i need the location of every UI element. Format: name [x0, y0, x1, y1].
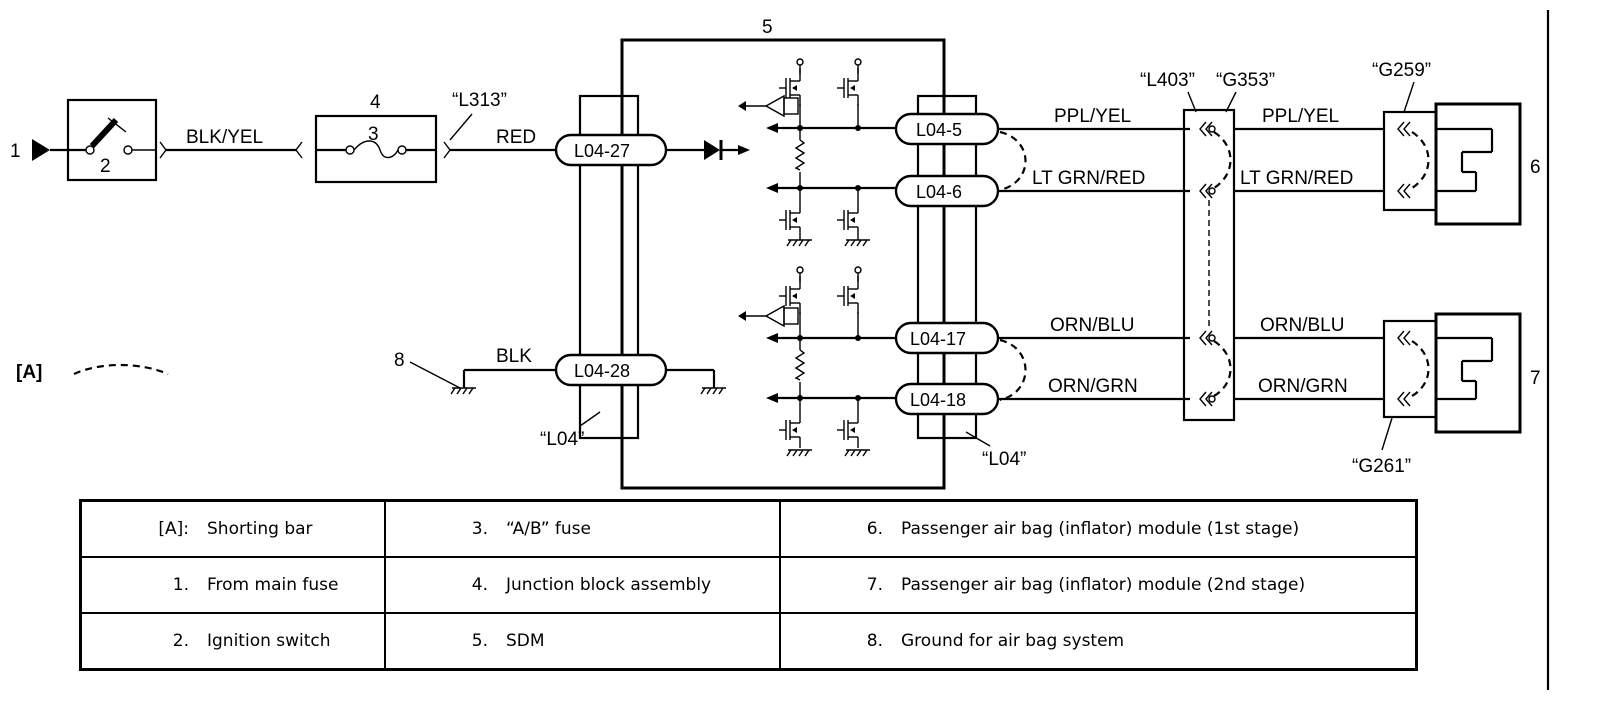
connector-l04-left: “L04” [540, 429, 584, 450]
legend-key: 6. [866, 519, 883, 539]
legend-key: 7. [866, 575, 883, 595]
legend-label: Shorting bar [207, 519, 313, 539]
legend-label: “A/B” fuse [506, 519, 591, 539]
legend-row: 2. Ignition switch 5. SDM 8. Ground for air… [79, 612, 1418, 671]
connector-g259 [1382, 110, 1438, 212]
callout-7: 7 [1530, 368, 1541, 389]
connector-g259-label: “G259” [1372, 60, 1431, 81]
legend-label: SDM [506, 631, 545, 651]
wire-ppl-yel-1: PPL/YEL [1054, 106, 1131, 127]
legend-key: 4. [471, 575, 488, 595]
wire-blk: BLK [496, 346, 532, 367]
pin-l04-28: L04-28 [574, 361, 630, 381]
fuse-symbol [353, 140, 399, 159]
airbag-module-1st-stage [1434, 102, 1522, 226]
legend-key: 8. [866, 631, 883, 651]
pin-l04-27: L04-27 [574, 141, 630, 161]
legend-label: Passenger air bag (inflator) module (2nd… [901, 575, 1306, 595]
legend-key: 3. [471, 519, 488, 539]
legend-key: 5. [471, 631, 488, 651]
legend-row: 1. From main fuse 4. Junction block assemb… [79, 556, 1418, 614]
main-fuse-arrow [32, 139, 50, 161]
wire-ppl-yel-2: PPL/YEL [1262, 106, 1339, 127]
shorting-bar-g261 [1411, 340, 1430, 397]
sdm-box [620, 38, 946, 490]
callout-6: 6 [1530, 157, 1541, 178]
wire-orn-blu-2: ORN/BLU [1260, 315, 1344, 336]
callout-1: 1 [10, 141, 21, 162]
pin-l04-5: L04-5 [916, 120, 962, 140]
connector-l403-g353 [1182, 108, 1236, 422]
connector-l403: “L403” [1140, 70, 1195, 91]
sdm-internal-lower [738, 266, 906, 457]
wire-lt-grn-red-2: LT GRN/RED [1240, 168, 1353, 189]
connector-l04-right-strip [916, 94, 978, 440]
wire-blk-yel: BLK/YEL [186, 127, 263, 148]
legend-row: [A]: Shorting bar 3. “A/B” fuse 6. Passenge… [79, 499, 1418, 558]
pin-l04-18: L04-18 [910, 390, 966, 410]
legend-label: Ground for air bag system [901, 631, 1125, 651]
connector-l04-right: “L04” [982, 449, 1026, 470]
shorting-bar-l04-upper [999, 130, 1027, 192]
callout-8: 8 [394, 350, 405, 371]
shorting-bar-g259 [1411, 131, 1430, 189]
shorting-bar-callout: [A] [16, 362, 42, 383]
ignition-switch [66, 98, 158, 182]
wire-orn-blu-1: ORN/BLU [1050, 315, 1134, 336]
legend-label: From main fuse [207, 575, 339, 595]
connector-g261-label: “G261” [1352, 456, 1411, 477]
wire-red: RED [496, 127, 536, 148]
sdm-internal-upper [738, 58, 906, 247]
callout-2: 2 [100, 156, 111, 177]
connector-g261 [1382, 319, 1438, 419]
shorting-bar-l403-upper [1213, 131, 1232, 189]
wire-lt-grn-red-1: LT GRN/RED [1032, 168, 1145, 189]
pin-l04-17: L04-17 [910, 329, 966, 349]
shorting-bar-l403-lower [1213, 340, 1232, 397]
airbag-module-2nd-stage [1434, 312, 1522, 434]
wire-orn-grn-1: ORN/GRN [1048, 376, 1138, 397]
connector-l313: “L313” [452, 90, 507, 111]
callout-4: 4 [370, 92, 381, 113]
legend-key: [A]: [158, 519, 189, 539]
diode [704, 140, 720, 160]
callout-3: 3 [368, 124, 379, 145]
legend-label: Passenger air bag (inflator) module (1st… [901, 519, 1300, 539]
callout-5: 5 [762, 17, 773, 38]
legend-label: Junction block assembly [506, 575, 712, 595]
legend-key: 1. [172, 575, 189, 595]
shorting-bar-l04-lower [999, 338, 1027, 402]
shorting-bar-symbol [73, 363, 169, 376]
connector-g353: “G353” [1216, 70, 1275, 91]
legend-label: Ignition switch [207, 631, 331, 651]
legend-table: [A]: Shorting bar 3. “A/B” fuse 6. Passenge… [79, 499, 1418, 671]
legend-key: 2. [172, 631, 189, 651]
wire-orn-grn-2: ORN/GRN [1258, 376, 1348, 397]
connector-l04-left-strip [578, 94, 640, 440]
pin-l04-6: L04-6 [916, 182, 962, 202]
